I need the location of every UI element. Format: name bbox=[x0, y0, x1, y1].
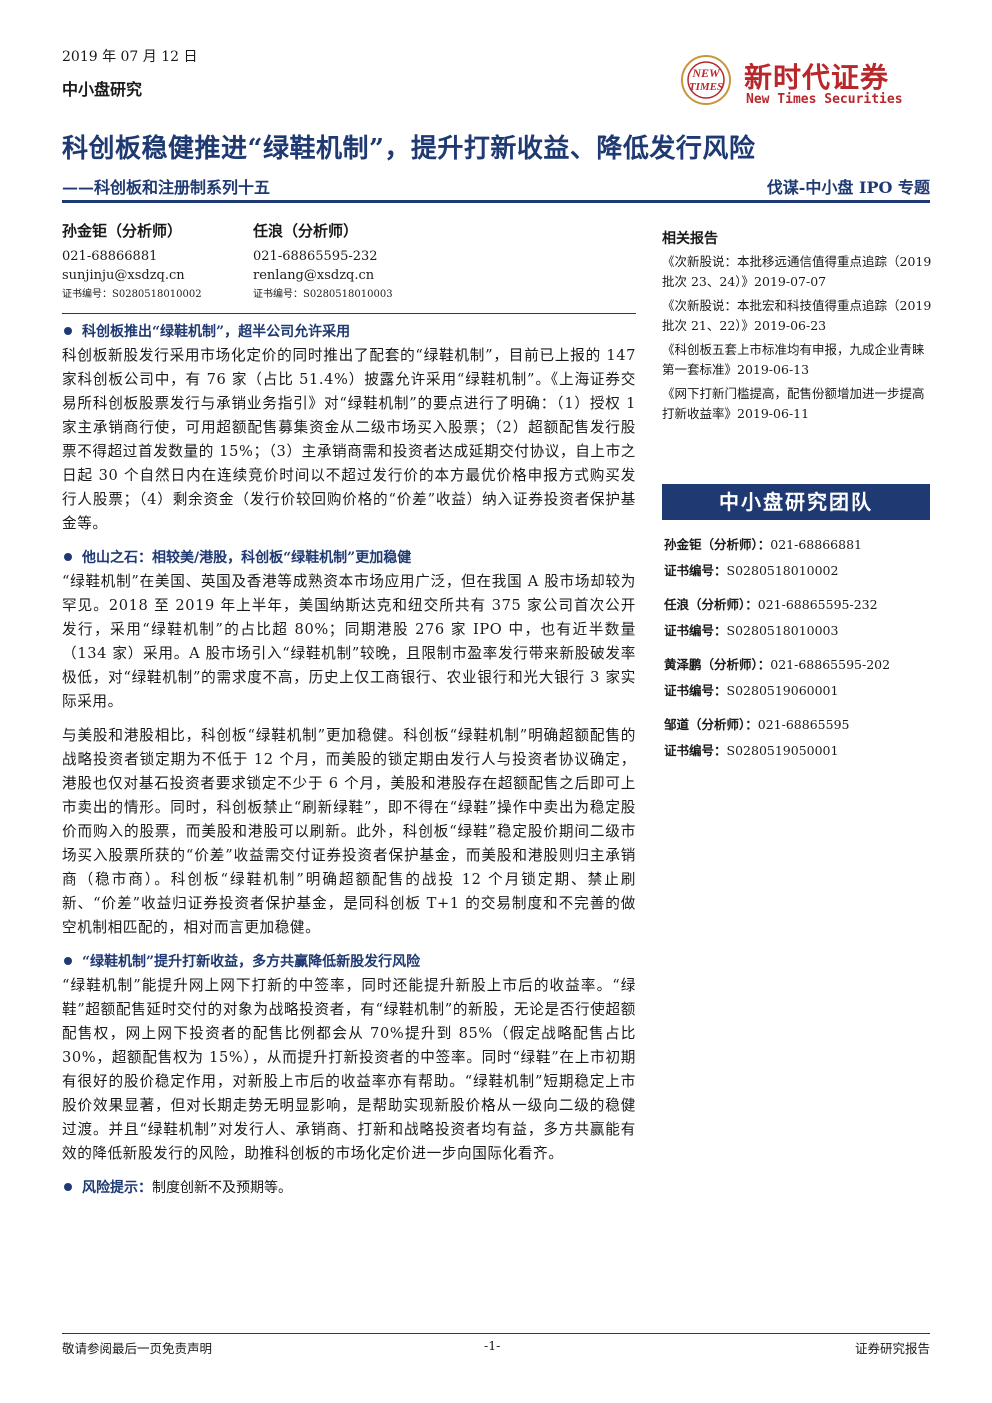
title-divider bbox=[62, 200, 930, 203]
analyst-card: 任浪（分析师） 021-68865595-232 renlang@xsdzq.c… bbox=[253, 222, 393, 304]
team-title-banner: 中小盘研究团队 bbox=[662, 484, 930, 520]
svg-text:NEW: NEW bbox=[691, 66, 721, 80]
svg-text:TIMES: TIMES bbox=[689, 81, 723, 93]
footer-disclaimer: 敬请参阅最后一页免责声明 bbox=[62, 1341, 213, 1356]
team-member: 任浪（分析师）：021-68865595-232 证书编号：S028051801… bbox=[664, 597, 878, 638]
team-member: 孙金钜（分析师）：021-68866881 证书编号：S028051801000… bbox=[664, 537, 862, 578]
report-topic: 伐谋-中小盘 IPO 专题 bbox=[766, 178, 930, 197]
section-heading: “绿鞋机制”提升打新收益，多方共赢降低新股发行风险 bbox=[62, 950, 636, 974]
bullet-icon bbox=[64, 957, 72, 965]
footer-report-type: 证券研究报告 bbox=[854, 1341, 930, 1356]
section-paragraph: “绿鞋机制”能提升网上网下打新的中签率，同时还能提升新股上市后的收益率。“绿鞋”… bbox=[62, 977, 636, 1162]
risk-text: 制度创新不及预期等。 bbox=[152, 1180, 292, 1196]
page-number: -1- bbox=[484, 1338, 501, 1353]
related-report-link[interactable]: 《次新股说：本批移远通信值得重点追踪（2019 批次 23、24）》2019-0… bbox=[662, 254, 932, 289]
analyst-card: 孙金钜（分析师） 021-68866881 sunjinju@xsdzq.cn … bbox=[62, 222, 202, 304]
bullet-icon bbox=[64, 553, 72, 561]
section-paragraph: 科创板新股发行采用市场化定价的同时推出了配套的“绿鞋机制”，目前已上报的 147… bbox=[62, 347, 636, 532]
analyst-cert: 证书编号：S0280518010002 bbox=[62, 289, 202, 300]
analyst-name: 孙金钜（分析师） bbox=[62, 222, 183, 240]
team-member: 黄泽鹏（分析师）：021-68865595-202 证书编号：S02805190… bbox=[664, 657, 891, 698]
risk-label: 风险提示： bbox=[82, 1180, 152, 1196]
analyst-name: 任浪（分析师） bbox=[253, 222, 359, 240]
analyst-divider bbox=[62, 313, 636, 314]
related-report-link[interactable]: 《网下打新门槛提高，配售份额增加进一步提高打新收益率》2019-06-11 bbox=[662, 386, 925, 421]
related-report-link[interactable]: 《次新股说：本批宏和科技值得重点追踪（2019 批次 21、22）》2019-0… bbox=[662, 298, 932, 333]
risk-note: 风险提示：制度创新不及预期等。 bbox=[62, 1176, 636, 1200]
footer-divider bbox=[62, 1333, 930, 1334]
analyst-cert: 证书编号：S0280518010003 bbox=[253, 289, 393, 300]
related-title: 相关报告 bbox=[662, 231, 718, 247]
main-body: 科创板推出“绿鞋机制”，超半公司允许采用 科创板新股发行采用市场化定价的同时推出… bbox=[62, 314, 636, 1200]
analyst-phone: 021-68866881 bbox=[62, 249, 158, 264]
report-subtitle: ——科创板和注册制系列十五 bbox=[62, 178, 271, 197]
report-date: 2019 年 07 月 12 日 bbox=[62, 49, 198, 65]
report-section: 中小盘研究 bbox=[62, 80, 143, 99]
section-paragraph: “绿鞋机制”在美国、英国及香港等成熟资本市场应用广泛，但在我国 A 股市场却较为… bbox=[62, 573, 636, 710]
brand-name-cn: 新时代证券 bbox=[744, 61, 890, 94]
section-heading: 科创板推出“绿鞋机制”，超半公司允许采用 bbox=[62, 320, 636, 344]
bullet-icon bbox=[64, 327, 72, 335]
analyst-phone: 021-68865595-232 bbox=[253, 249, 378, 264]
analyst-email: renlang@xsdzq.cn bbox=[253, 268, 375, 283]
section-heading: 他山之石：相较美/港股，科创板“绿鞋机制”更加稳健 bbox=[62, 546, 636, 570]
brand-name-en: New Times Securities bbox=[746, 92, 903, 107]
related-report-link[interactable]: 《科创板五套上市标准均有申报，九成企业青睐第一套标准》2019-06-13 bbox=[662, 342, 925, 377]
section-paragraph: 与美股和港股相比，科创板“绿鞋机制”更加稳健。科创板“绿鞋机制”明确超额配售的战… bbox=[62, 727, 636, 936]
related-reports: 相关报告 《次新股说：本批移远通信值得重点追踪（2019 批次 23、24）》2… bbox=[662, 228, 932, 428]
report-title: 科创板稳健推进“绿鞋机制”，提升打新收益、降低发行风险 bbox=[62, 134, 756, 164]
team-list: 孙金钜（分析师）：021-68866881 证书编号：S028051801000… bbox=[664, 532, 934, 772]
analyst-email: sunjinju@xsdzq.cn bbox=[62, 268, 185, 283]
team-member: 邹道（分析师）：021-68865595 证书编号：S0280519050001 bbox=[664, 717, 850, 758]
new-times-logo: NEW TIMES bbox=[681, 55, 731, 105]
bullet-icon bbox=[64, 1183, 72, 1191]
